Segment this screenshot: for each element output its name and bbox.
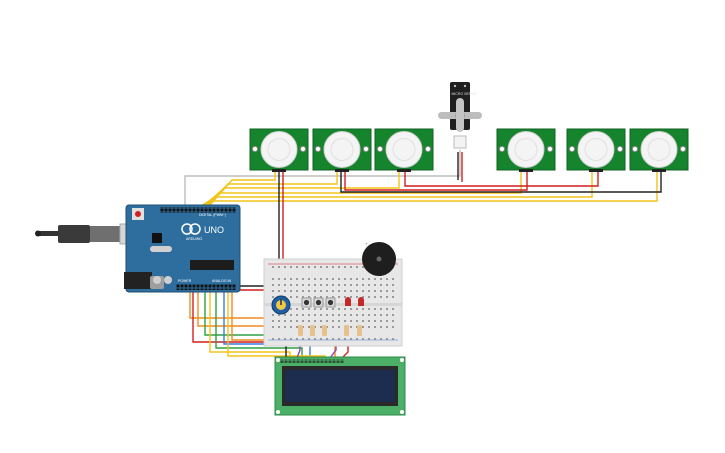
usb-chip: [152, 233, 162, 243]
resistor-2: [310, 325, 315, 336]
push-buttons: [301, 297, 336, 308]
analog-header-label: ANALOG IN: [212, 279, 232, 283]
pir-sensor-1[interactable]: [249, 128, 309, 172]
push-button-3[interactable]: [325, 297, 336, 308]
wire-gray-sensor-bus: [184, 150, 461, 210]
pir-sensor-3[interactable]: [374, 128, 434, 172]
wire-red-pir-bus: [344, 170, 528, 191]
push-button-1[interactable]: [301, 297, 312, 308]
arduino-logo: [181, 223, 193, 235]
wire-yellow-lcd-1: [209, 290, 291, 358]
pir-sensor-5[interactable]: [566, 128, 626, 172]
power-header-label: POWER: [178, 279, 192, 283]
wire-orange-arduino-bb-1: [189, 290, 300, 319]
resistor-4: [344, 325, 349, 336]
resistor-3: [322, 325, 327, 336]
pir-sensors: [249, 128, 689, 172]
pir-dome: [260, 131, 298, 168]
leds: [345, 297, 364, 306]
usb-cable: [35, 223, 141, 245]
arduino-uno-board[interactable]: UNO DIGITAL (PWM~) POWER ANALOG IN ARDUI…: [124, 204, 241, 293]
power-analog-header: [176, 284, 236, 290]
atmega-chip: [190, 260, 234, 270]
brand-label: ARDUINO: [186, 237, 202, 241]
potentiometer[interactable]: [271, 295, 291, 315]
wire-black-pir-bus: [340, 170, 662, 193]
pir-sensor-2[interactable]: [312, 128, 372, 172]
pir-sensor-6[interactable]: [629, 128, 689, 172]
board-model-label: UNO: [204, 225, 224, 235]
pir-dome: [323, 131, 361, 168]
resistors: [298, 325, 362, 336]
crystal: [150, 246, 172, 252]
resistor-5: [357, 325, 362, 336]
pir-dome: [577, 131, 615, 168]
push-button-2[interactable]: [313, 297, 324, 308]
wire-yellow-pir-5: [193, 170, 593, 211]
pir-dome: [640, 131, 678, 168]
pir-dome: [507, 131, 545, 168]
lcd-display: [274, 356, 406, 416]
red-led-1: [345, 297, 351, 306]
digital-header: [160, 207, 236, 213]
red-led-2: [358, 297, 364, 306]
digital-header-label: DIGITAL (PWM~): [199, 213, 226, 217]
svg-text:+: +: [364, 241, 369, 248]
pir-dome: [385, 131, 423, 168]
pir-sensor-4[interactable]: [496, 128, 556, 172]
resistor-1: [298, 325, 303, 336]
micro-servo[interactable]: MICRO SERVO: [438, 82, 482, 149]
wire-green-lcd-2: [215, 290, 303, 358]
servo-label: MICRO SERVO: [452, 92, 477, 96]
piezo-buzzer: +: [362, 241, 396, 276]
wire-red-pir-bus-2: [404, 170, 599, 187]
wires: [184, 150, 662, 359]
